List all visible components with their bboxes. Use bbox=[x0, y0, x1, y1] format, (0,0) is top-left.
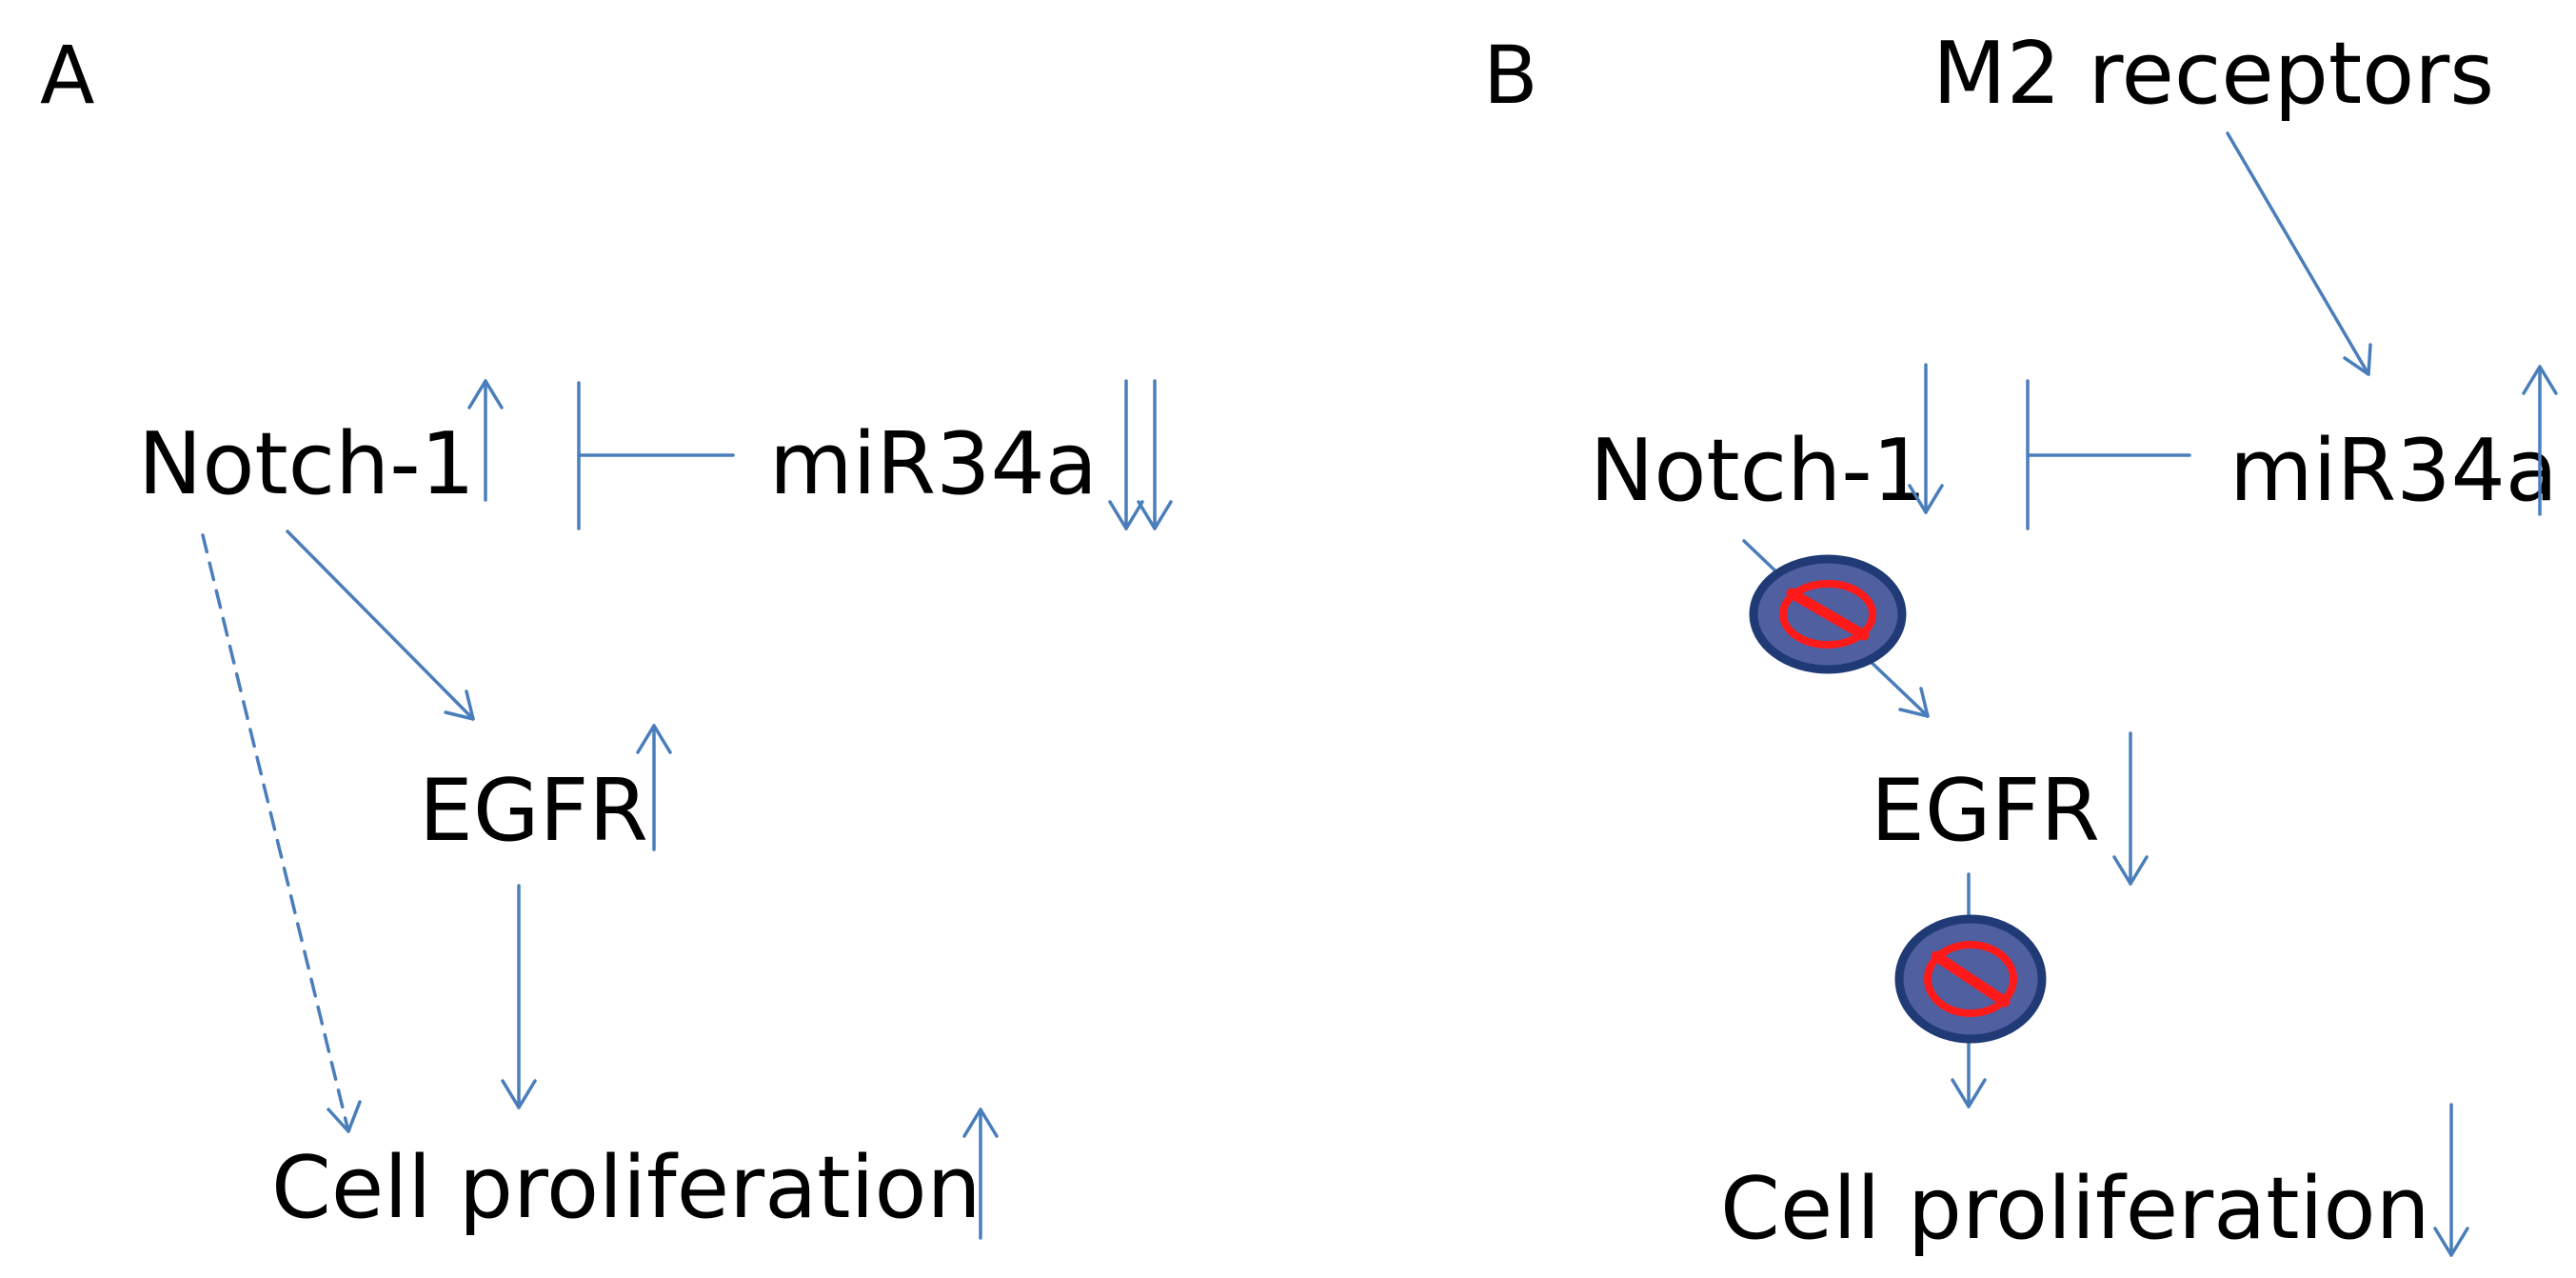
panel-b-m2-label: M2 receptors bbox=[1932, 24, 2494, 124]
panel-a-label: A bbox=[40, 29, 94, 122]
forbidden-icon bbox=[1894, 914, 2047, 1044]
panel-b-mir-label: miR34a bbox=[2229, 421, 2558, 521]
forbidden-icon bbox=[1749, 554, 1907, 674]
panel-a-notch-label: Notch-1 bbox=[138, 414, 475, 514]
panel-a-notch-up-arrow bbox=[467, 379, 504, 502]
panel-b-notch-down-arrow bbox=[1908, 363, 1944, 514]
panel-a-mir-double-down-arrow bbox=[1108, 379, 1173, 530]
panel-b-label: B bbox=[1483, 29, 1538, 122]
panel-b-cell-down-arrow bbox=[2433, 1103, 2469, 1257]
panel-a-egfr-label: EGFR bbox=[419, 761, 648, 861]
panel-b-notch-label: Notch-1 bbox=[1590, 421, 1927, 521]
panel-b-mir-up-arrow bbox=[2522, 365, 2558, 516]
panel-b-cell-label: Cell proliferation bbox=[1720, 1159, 2430, 1259]
panel-b-m2-to-mir-arrow bbox=[2226, 131, 2372, 376]
panel-a-mir-label: miR34a bbox=[769, 414, 1098, 514]
panel-b: B M2 receptors Notch-1 miR34a EGFR Cell … bbox=[1483, 24, 2558, 1259]
panel-b-egfr-label: EGFR bbox=[1871, 761, 2100, 861]
panel-a-egfr-to-cell-arrow bbox=[501, 884, 537, 1109]
panel-a-notch-to-egfr-arrow bbox=[286, 529, 475, 721]
panel-a-cell-up-arrow bbox=[962, 1108, 999, 1240]
panel-a-inhibition-bar bbox=[577, 381, 735, 530]
panel-b-inhibition-bar bbox=[2026, 379, 2191, 530]
panel-a-notch-to-cell-dashed-arrow bbox=[201, 533, 362, 1133]
panel-a: A Notch-1 miR34a EGFR Cell proliferation bbox=[40, 29, 1173, 1240]
panel-b-egfr-down-arrow bbox=[2112, 731, 2149, 886]
panel-a-egfr-up-arrow bbox=[636, 724, 672, 851]
panel-a-cell-label: Cell proliferation bbox=[271, 1138, 981, 1238]
